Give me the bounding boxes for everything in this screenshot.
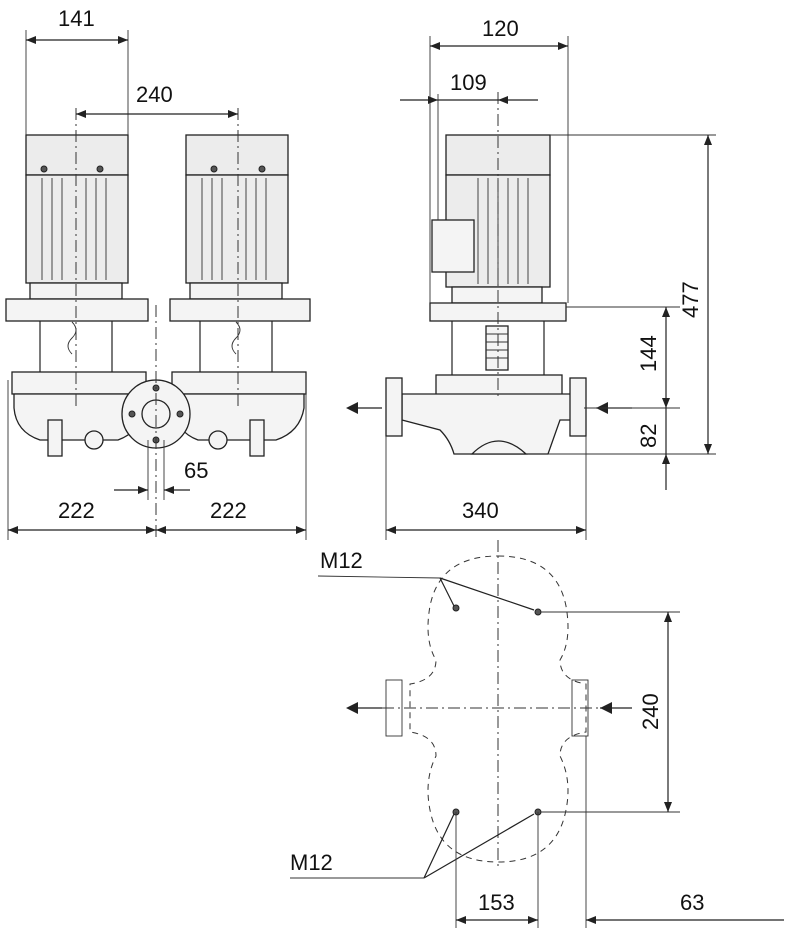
plan-view: M12 M12 240 153 63	[290, 540, 784, 928]
label-m12-bottom: M12	[290, 850, 333, 875]
front-view: 141 240 65 222 222	[5, 6, 311, 540]
right-motor	[185, 134, 289, 300]
dim-144: 144	[636, 335, 661, 372]
label-m12-top: M12	[320, 548, 363, 573]
dim-82: 82	[636, 424, 661, 448]
dim-240-front: 240	[136, 82, 173, 107]
dim-120: 120	[482, 16, 519, 41]
dim-65: 65	[184, 458, 208, 483]
side-view: 120 109 340 477 144 82	[346, 16, 716, 540]
dim-340: 340	[462, 498, 499, 523]
dim-63: 63	[680, 890, 704, 915]
dim-477: 477	[678, 281, 703, 318]
left-motor	[25, 134, 129, 300]
dim-153: 153	[478, 890, 515, 915]
dim-109: 109	[450, 70, 487, 95]
dim-222-left: 222	[58, 498, 95, 523]
dim-141: 141	[58, 6, 95, 31]
dim-240-plan: 240	[638, 693, 663, 730]
dim-222-right: 222	[210, 498, 247, 523]
